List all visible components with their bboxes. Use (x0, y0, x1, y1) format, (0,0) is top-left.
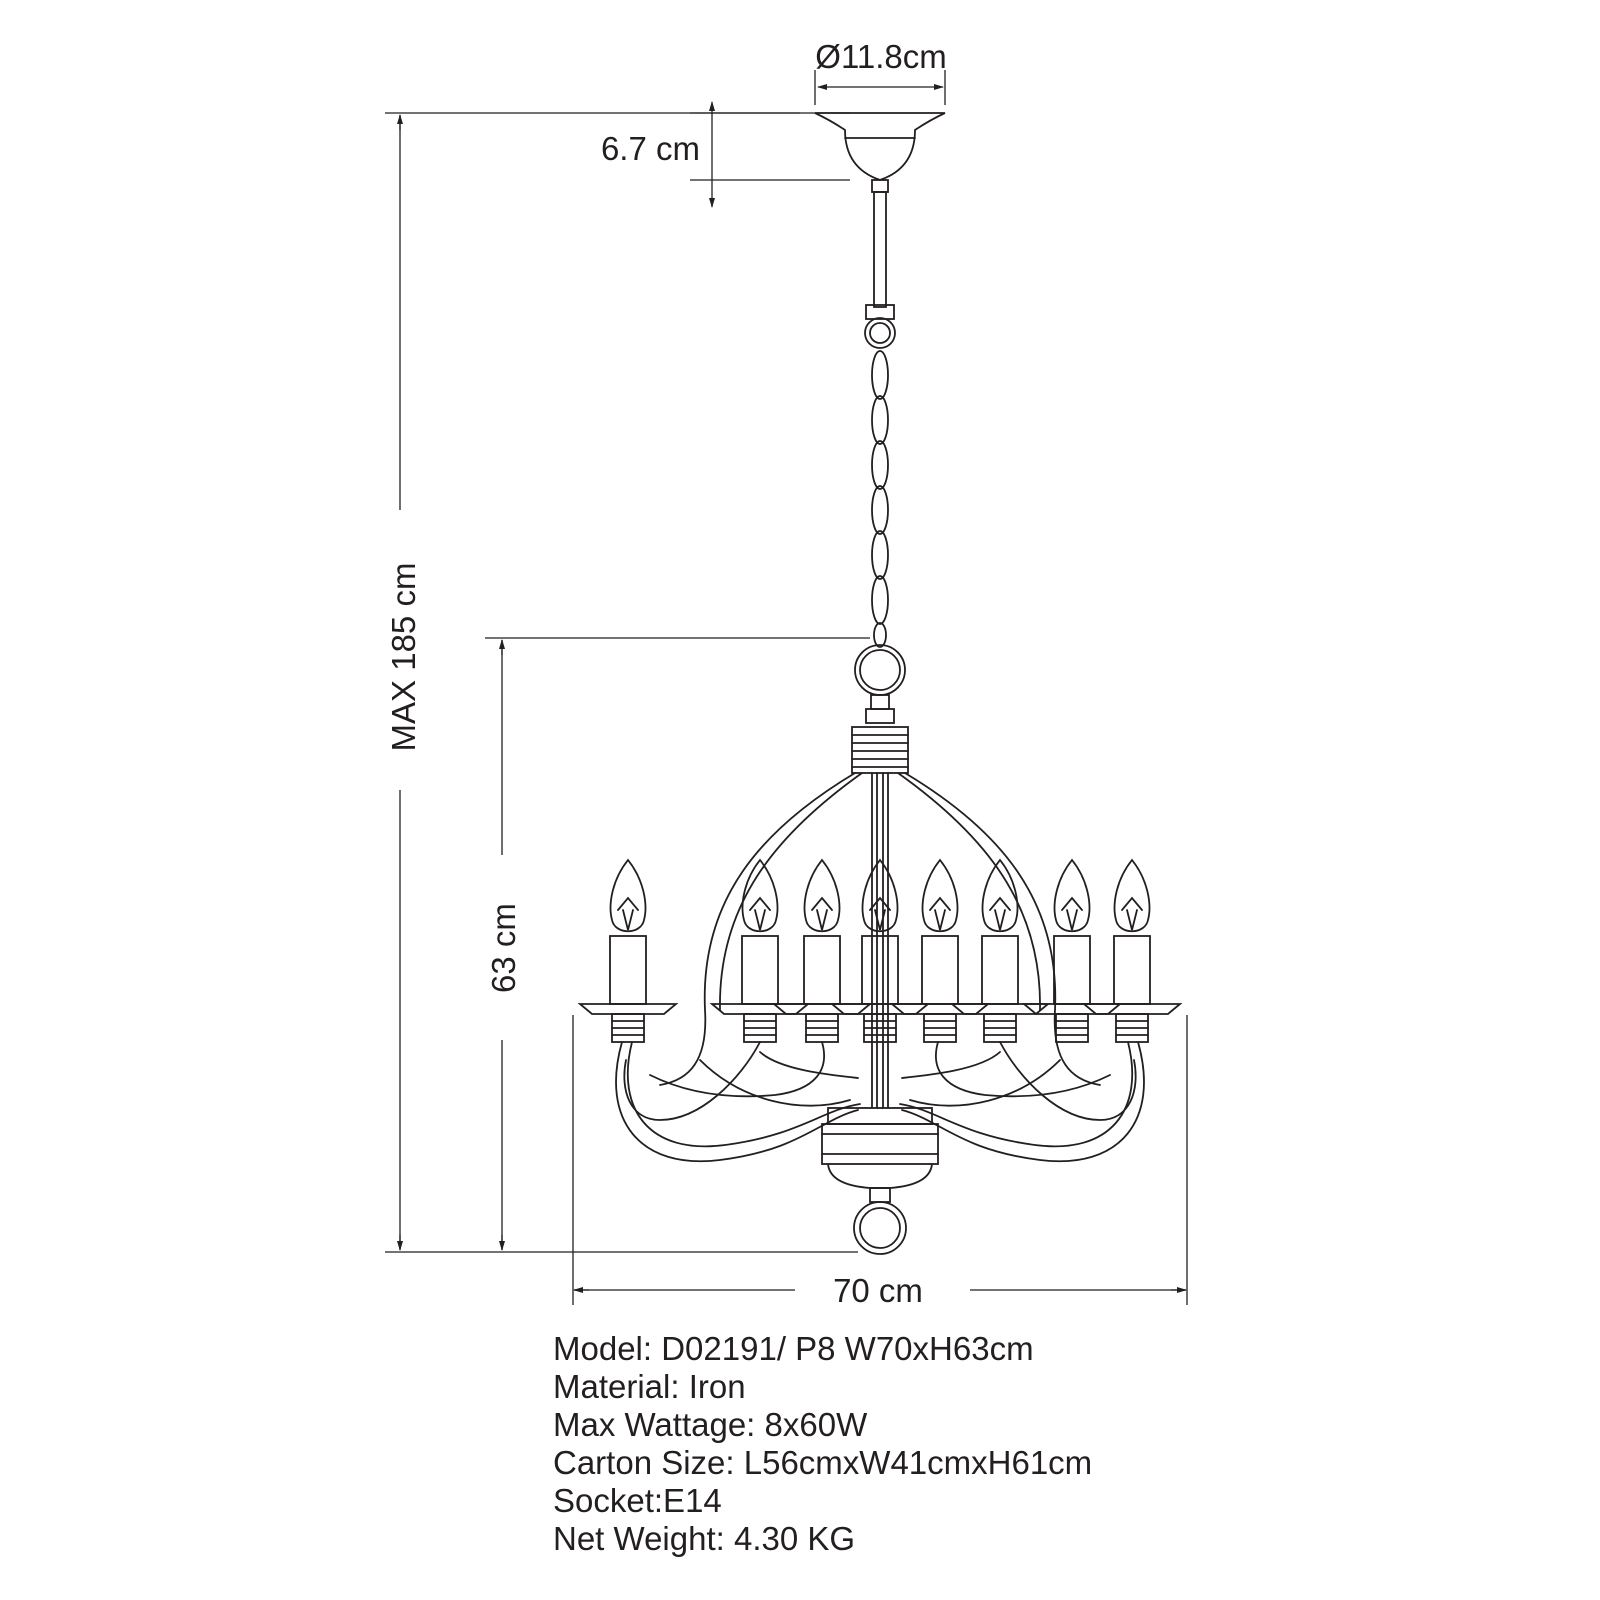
lower-body (821, 1107, 939, 1255)
spec-carton-size: Carton Size: L56cmxW41cmxH61cm (553, 1444, 1093, 1481)
candle-8 (1081, 858, 1183, 1043)
candle-1 (577, 858, 679, 1043)
spec-max-wattage: Max Wattage: 8x60W (553, 1406, 868, 1443)
max-height-label: MAX 185 cm (385, 563, 422, 752)
spec-model: Model: D02191/ P8 W70xH63cm (553, 1330, 1034, 1367)
chain (854, 317, 906, 696)
spec-socket: Socket:E14 (553, 1482, 722, 1519)
spec-list: Model: D02191/ P8 W70xH63cm Material: Ir… (553, 1330, 1092, 1558)
width-label: 70 cm (833, 1272, 923, 1309)
canopy-height-label: 6.7 cm (601, 130, 700, 167)
ceiling-canopy (814, 112, 946, 181)
body-height-label: 63 cm (485, 903, 522, 993)
chandelier-illustration (577, 112, 1183, 1255)
base-diameter-label: Ø11.8cm (815, 38, 946, 75)
suspension-rod (873, 191, 887, 308)
spec-net-weight: Net Weight: 4.30 KG (553, 1520, 856, 1557)
upper-collar (851, 726, 909, 774)
spec-material: Material: Iron (553, 1368, 746, 1405)
dimension-lines (385, 70, 1188, 1305)
